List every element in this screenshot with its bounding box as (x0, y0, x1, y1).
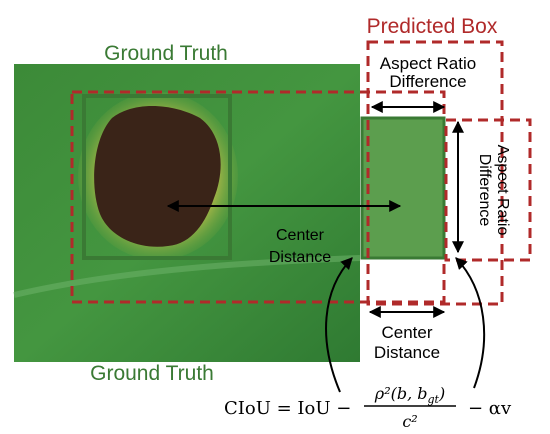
predicted-box-large (70, 90, 446, 304)
predicted-box-wide (444, 118, 532, 262)
predicted-box-tall (366, 40, 504, 306)
pointer-arrow-left (325, 257, 353, 393)
center-distance-mid-line1: Center (276, 227, 325, 244)
aspect-ratio-top-line1: Aspect Ratio (380, 54, 476, 73)
formula-tail: − αv (468, 398, 512, 419)
center-distance-mid-line2: Distance (269, 249, 331, 266)
ground-truth-top-label: Ground Truth (104, 42, 228, 65)
aspect-ratio-side-line2: Difference (476, 154, 493, 227)
center-distance-bottom-line1: Center (381, 323, 432, 342)
formula-denominator: c² (402, 412, 417, 431)
ground-truth-bottom-label: Ground Truth (90, 362, 214, 385)
ciou-formula: CIoU = IoU − ρ²(b, bgt) c² − αv (224, 384, 512, 431)
formula-lhs: CIoU = IoU − (224, 398, 351, 419)
leaf-vein (13, 255, 361, 298)
center-distance-bottom-line2: Distance (374, 343, 440, 362)
aspect-ratio-side-line1: Aspect Ratio (494, 145, 511, 236)
ground-truth-box (82, 94, 232, 260)
ground-truth-target-box (360, 116, 446, 260)
formula-numerator: ρ²(b, bgt) (374, 384, 445, 406)
aspect-ratio-top-line2: Difference (389, 72, 466, 91)
pointer-arrow-right (455, 257, 486, 389)
predicted-box-label: Predicted Box (367, 15, 498, 38)
